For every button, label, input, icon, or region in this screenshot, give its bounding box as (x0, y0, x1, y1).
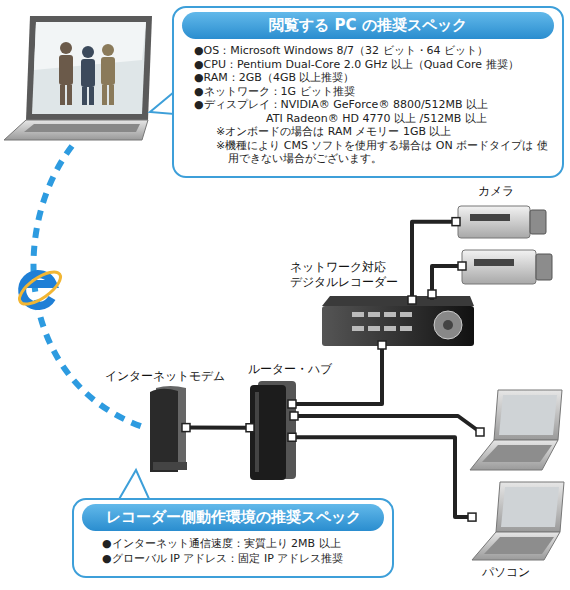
callout-tail (118, 470, 150, 501)
browser-logo (15, 266, 66, 310)
cable-connector (182, 424, 254, 432)
recorder (322, 296, 474, 346)
spec-line: ●ネットワーク：1G ビット推奨 (182, 85, 554, 99)
camera (458, 206, 546, 238)
laptop (470, 390, 562, 470)
laptop (4, 16, 152, 140)
spec-line: ※オンボードの場合は RAM メモリー 1GB 以上 (182, 125, 554, 139)
callout-heading: レコーダー側動作環境の推奨スペック (82, 504, 384, 531)
spec-line: ●CPU：Pentium Dual-Core 2.0 GHz 以上（Quad C… (182, 58, 554, 72)
device-label: パソコン (482, 564, 530, 581)
callout-tail (150, 92, 174, 114)
device-label: ルーター・ハブ (248, 361, 332, 378)
spec-callout: レコーダー側動作環境の推奨スペック ●インターネット通信速度：実質上り 2MB 以… (72, 498, 394, 578)
spec-line: ●インターネット通信速度：実質上り 2MB 以上 (82, 536, 384, 551)
cable (292, 266, 480, 432)
device-label: カメラ (478, 183, 514, 200)
camera (462, 250, 552, 284)
camera-node: カメラ (456, 205, 548, 242)
router-node: ルーター・ハブ (250, 385, 292, 480)
recorder-node: ネットワーク対応 デジタルレコーダー (322, 300, 472, 345)
callout-heading: 閲覧する PC の推奨スペック (182, 12, 554, 39)
spec-callout: 閲覧する PC の推奨スペック ●OS：Microsoft Windows 8/7… (172, 6, 564, 178)
spec-line: ※機種により CMS ソフトを使用する場合は ON ボードタイプは 使用できない… (182, 139, 554, 166)
modem-node: インターネットモデム (150, 390, 186, 470)
device-label: インターネットモデム (105, 368, 225, 385)
pc-node: パソコン (472, 482, 564, 560)
spec-line: ●ディスプレイ：NVIDIA® GeForce® 8800/512MB 以上 A… (182, 98, 500, 125)
modem (150, 386, 187, 472)
spec-line: ●グローバル IP アドレス：固定 IP アドレス推奨 (82, 551, 384, 566)
router (250, 381, 296, 480)
cable-connector (408, 218, 460, 304)
spec-line: ●RAM：2GB（4GB 以上推奨） (182, 71, 554, 85)
spec-line: ●OS：Microsoft Windows 8/7（32 ビット・64 ビット） (182, 44, 554, 58)
laptop (472, 482, 564, 560)
device-label: ネットワーク対応 デジタルレコーダー (290, 260, 390, 290)
